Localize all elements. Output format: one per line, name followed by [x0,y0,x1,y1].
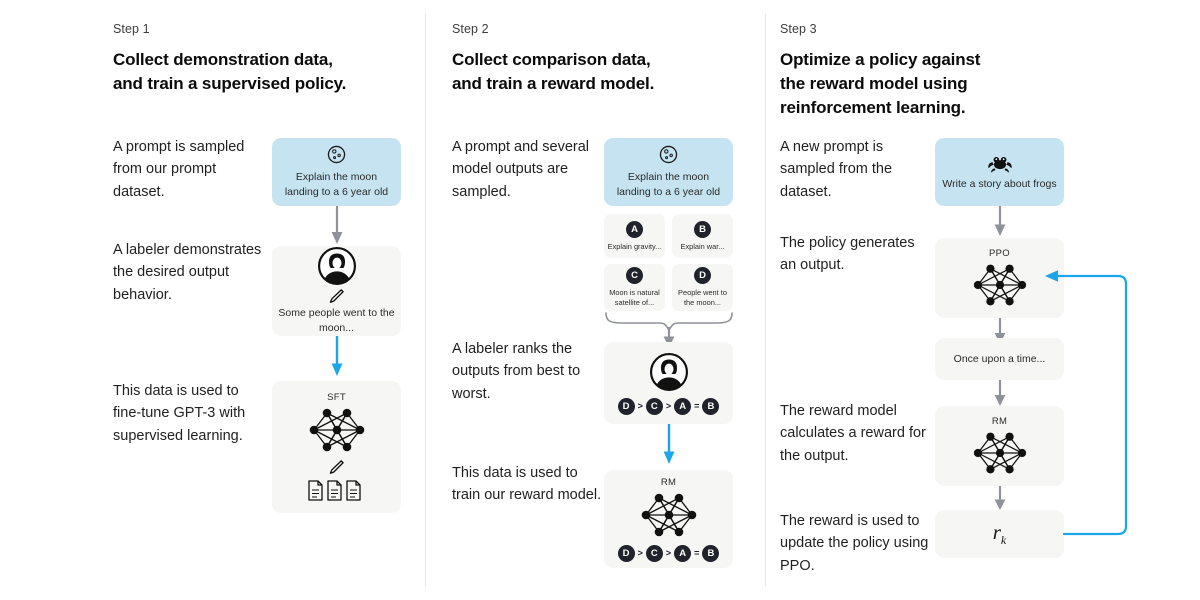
step-3-title: Optimize a policy against the reward mod… [780,48,1120,120]
reward-r: r [992,519,1001,544]
rm-rank-badge-2: C [645,544,663,562]
neural-network-icon [641,493,696,536]
step-1-title: Collect demonstration data, and train a … [113,48,425,96]
rank-badge-2: C [645,397,663,415]
step-2-column: Step 2 Collect comparison data, and trai… [452,0,752,600]
step-2-paragraph-1: A prompt and several model outputs are s… [452,139,590,200]
rm-rank-op-3: = [694,548,700,558]
step-1-column: Step 1 Collect demonstration data, and t… [113,0,425,600]
step-2-ranking-box[interactable]: D > C > A = B [604,342,733,424]
frog-icon [987,156,1012,172]
step-3-ppo-title: PPO [989,248,1010,259]
rm-rank-badge-4: B [702,544,720,562]
reward-subscript: k [1000,533,1007,548]
rank-op-3: = [694,401,700,411]
step-3-label: Step 3 [780,22,817,36]
documents-icon [307,479,361,501]
step-2-rm-ranking-row: D > C > A = B [617,544,720,562]
step-3-paragraph-2: The policy generates an output. [780,235,915,274]
step-2-option-a[interactable]: A Explain gravity... [604,214,665,258]
rank-badge-3: A [674,397,692,415]
step-3-paragraph-4: The reward is used to update the policy … [780,513,929,574]
column-divider-1 [425,14,426,586]
step-3-ppo-box[interactable]: PPO [935,238,1064,318]
option-badge-a: A [626,220,643,238]
option-badge-d: D [694,267,711,285]
step-3-reward-box[interactable]: rk [935,510,1064,558]
step-1-label: Step 1 [113,22,150,36]
moon-icon [659,145,678,164]
pencil-icon [329,459,344,474]
step-2-title: Collect comparison data, and train a rew… [452,48,752,96]
neural-network-icon [309,408,364,451]
step-1-title-line-2: and train a supervised policy. [113,74,347,94]
option-badge-b: B [694,220,711,238]
pencil-icon [329,289,344,304]
step-3-title-line-2: the reward model using [780,74,968,94]
step-2-option-b[interactable]: B Explain war... [672,214,733,258]
step-2-option-c[interactable]: C Moon is natural satellite of... [604,264,665,311]
rank-op-1: > [637,401,643,411]
step-1-sft-box[interactable]: SFT [272,381,401,513]
rm-rank-badge-3: A [674,544,692,562]
step-2-option-d[interactable]: D People went to the moon... [672,264,733,311]
moon-icon [327,145,346,164]
step-1-output-text: Some people went to the moon... [278,307,395,334]
step-3-title-line-3: reinforcement learning. [780,98,966,118]
step-3-column: Step 3 Optimize a policy against the rew… [780,0,1128,600]
step-3-paragraph-3: The reward model calculates a reward for… [780,403,926,464]
step-2-prompt-box[interactable]: Explain the moon landing to a 6 year old [604,138,733,206]
step-3-title-line-1: Optimize a policy against [780,50,981,69]
step-2-label: Step 2 [452,22,489,36]
rm-rank-op-1: > [637,548,643,558]
rank-badge-1: D [617,397,635,415]
step-2-rm-box[interactable]: RM D > [604,470,733,568]
step-2-paragraph-2: A labeler ranks the outputs from best to… [452,341,581,402]
step-2-title-line-1: Collect comparison data, [452,50,651,69]
reward-symbol: rk [993,520,1007,548]
rank-op-2: > [665,401,672,411]
step-3-output-box[interactable]: Once upon a time... [935,338,1064,380]
step-1-arrow-2 [331,336,343,376]
step-1-paragraph-3: This data is used to fine-tune GPT-3 wit… [113,383,246,444]
rank-badge-4: B [702,397,720,415]
step-1-sft-title: SFT [327,391,346,403]
neural-network-icon [973,264,1026,306]
step-2-paragraph-3: This data is used to train our reward mo… [452,465,602,504]
step-1-arrow-1 [331,206,343,244]
option-text-c: Moon is natural satellite of... [609,288,660,307]
step-3-arrow-3 [994,380,1006,406]
step-2-arrow-2 [663,424,675,464]
step-3-rm-box[interactable]: RM [935,406,1064,486]
step-2-prompt-text: Explain the moon landing to a 6 year old [616,171,721,198]
option-text-d: People went to the moon... [678,288,727,307]
neural-network-icon [973,432,1026,474]
step-3-feedback-loop-arrow [1045,270,1128,536]
step-1-title-line-1: Collect demonstration data, [113,50,333,69]
labeler-avatar-icon [317,247,356,286]
step-2-title-line-2: and train a reward model. [452,74,655,94]
step-1-paragraph-2: A labeler demonstrates the desired outpu… [113,242,262,303]
rm-rank-op-2: > [665,548,672,558]
step-3-arrow-4 [994,486,1006,510]
step-2-rm-title: RM [660,476,677,488]
step-3-rm-title: RM [991,416,1008,427]
step-1-prompt-box[interactable]: Explain the moon landing to a 6 year old [272,138,401,206]
step-1-output-box[interactable]: Some people went to the moon... [272,246,401,336]
step-1-prompt-text: Explain the moon landing to a 6 year old [284,171,389,198]
option-text-b: Explain war... [680,241,725,251]
step-3-output-text: Once upon a time... [953,352,1046,365]
step-3-arrow-1 [994,206,1006,236]
step-1-paragraph-1: A prompt is sampled from our prompt data… [113,139,245,200]
step-3-paragraph-1: A new prompt is sampled from the dataset… [780,139,893,200]
option-badge-c: C [626,267,643,285]
labeler-avatar-icon [649,352,688,391]
step-2-ranking-row: D > C > A = B [617,397,720,415]
column-divider-2 [765,14,766,586]
option-text-a: Explain gravity... [607,241,662,251]
step-3-prompt-text: Write a story about frogs [942,177,1057,190]
step-3-prompt-box[interactable]: Write a story about frogs [935,138,1064,206]
rm-rank-badge-1: D [617,544,635,562]
